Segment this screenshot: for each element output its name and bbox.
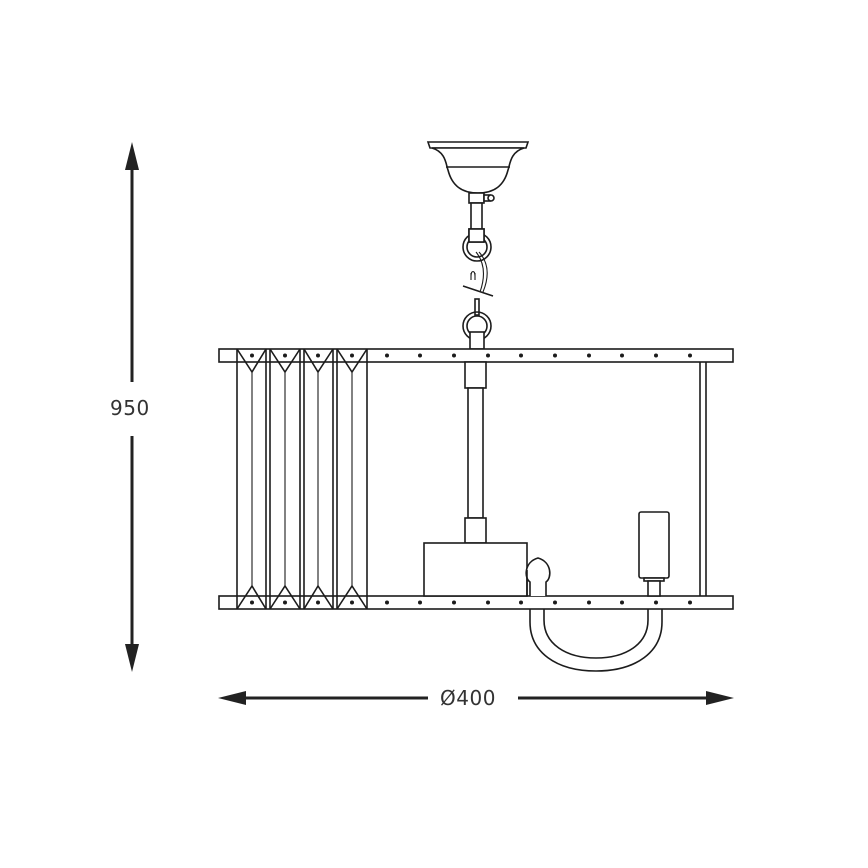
center-rod [464, 361, 487, 544]
crystal-prisms [236, 348, 368, 610]
frame-rivets [250, 353, 692, 605]
curved-arm [525, 557, 663, 672]
frame-right-post [699, 362, 707, 596]
suspension-chain [462, 202, 494, 350]
diameter-dimension [218, 691, 734, 705]
arrow-right-icon [706, 691, 734, 705]
height-dimension [125, 142, 139, 672]
height-dimension-label: 950 [110, 396, 150, 420]
junction-box [423, 542, 528, 597]
arrow-down-icon [125, 644, 139, 672]
ceiling-canopy [426, 141, 530, 204]
arrow-up-icon [125, 142, 139, 170]
diameter-dimension-label: Ø400 [440, 686, 496, 710]
arrow-left-icon [218, 691, 246, 705]
bulb-socket [638, 511, 670, 597]
